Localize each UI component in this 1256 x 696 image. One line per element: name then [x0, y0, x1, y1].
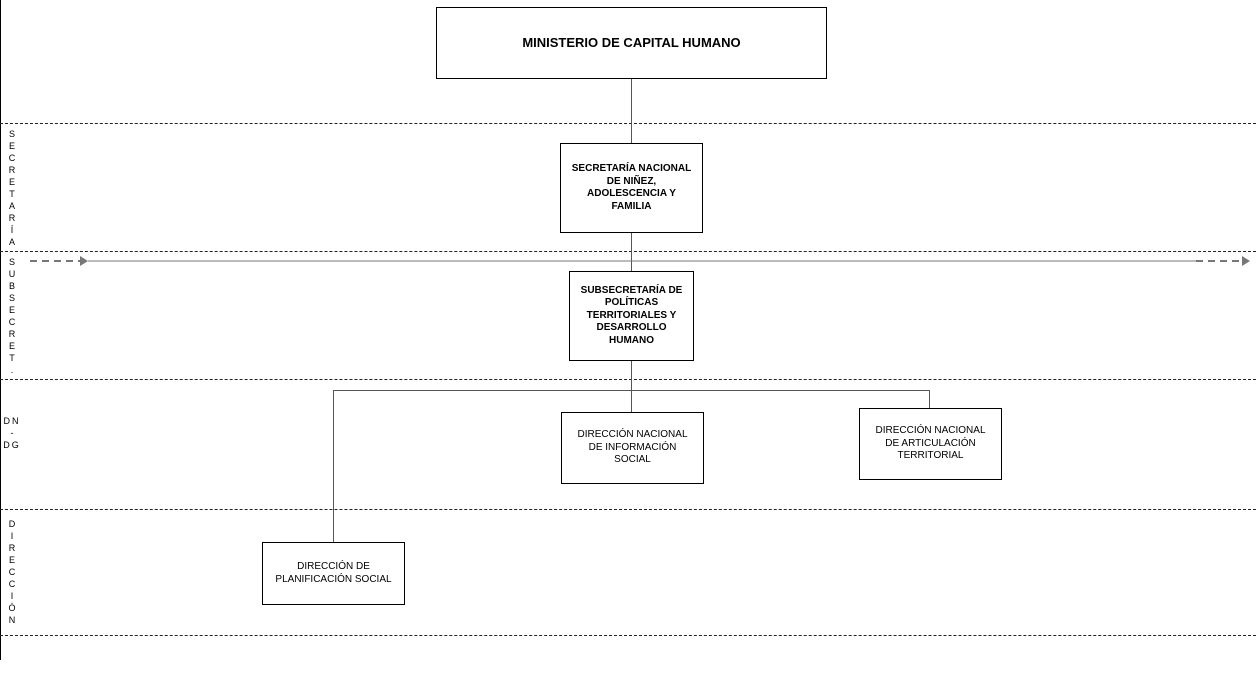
band-label-char: C: [8, 567, 16, 577]
band-label-char: A: [8, 237, 15, 247]
connector-secretaria-subsecretaria: [631, 232, 632, 272]
band-label-char: D: [8, 519, 16, 529]
band-label-char: B: [8, 281, 15, 291]
connector-to-planificacion: [333, 390, 334, 542]
band-separator: [0, 635, 1256, 636]
band-label-dg: DG: [3, 440, 21, 450]
band-label-char: Ó: [8, 603, 16, 613]
band-label-char: E: [8, 305, 15, 315]
band-label-char: I: [10, 591, 14, 601]
band-label-char: E: [8, 341, 15, 351]
band-separator: [0, 251, 1256, 252]
band-separator: [0, 123, 1256, 124]
band-label-char: U: [8, 269, 16, 279]
band-label-char: S: [8, 293, 15, 303]
band-label-char: E: [8, 555, 15, 565]
band-label-char: C: [8, 153, 16, 163]
connector-subsecretaria-dn: [631, 360, 632, 412]
left-border: [0, 0, 1, 660]
node-dn-articulacion-label: DIRECCIÓN NACIONAL DE ARTICULACIÓN TERRI…: [875, 425, 986, 462]
node-dn-articulacion: DIRECCIÓN NACIONAL DE ARTICULACIÓN TERRI…: [859, 408, 1002, 480]
band-label-char: C: [8, 317, 16, 327]
band-label-char: A: [8, 201, 15, 211]
band-label-char: E: [8, 177, 15, 187]
node-subsecretaria-label: SUBSECRETARÍA DE POLÍTICAS TERRITORIALES…: [580, 284, 683, 346]
band-label-dn: DN: [3, 416, 21, 426]
node-d-planificacion-label: DIRECCIÓN DE PLANIFICACIÓN SOCIAL: [275, 561, 392, 585]
connector-to-articulacion: [929, 390, 930, 408]
node-secretaria-label: SECRETARÍA NACIONAL DE NIÑEZ, ADOLESCENC…: [571, 163, 692, 212]
band-label-char: R: [8, 165, 16, 175]
arrow-right-head: [1242, 256, 1250, 266]
band-label-char: I: [10, 531, 14, 541]
band-label-char: T: [9, 189, 15, 199]
node-secretaria: SECRETARÍA NACIONAL DE NIÑEZ, ADOLESCENC…: [560, 143, 703, 233]
band-label-dash: -: [10, 428, 14, 438]
node-d-planificacion: DIRECCIÓN DE PLANIFICACIÓN SOCIAL: [262, 542, 405, 605]
band-label-dn-dg: DN - DG: [0, 415, 24, 451]
band-label-char: T: [9, 353, 15, 363]
connector-ministerio-secretaria: [631, 78, 632, 144]
band-label-char: C: [8, 579, 16, 589]
band-label-char: R: [8, 329, 16, 339]
band-label-char: .: [10, 365, 14, 375]
band-label-char: Í: [10, 225, 14, 235]
node-ministerio-label: MINISTERIO DE CAPITAL HUMANO: [522, 34, 741, 50]
band-label-char: R: [8, 213, 16, 223]
band-label-char: R: [8, 543, 16, 553]
arrow-left-head: [80, 256, 88, 266]
band-separator: [0, 509, 1256, 510]
band-separator: [0, 379, 1256, 380]
node-dn-informacion: DIRECCIÓN NACIONAL DE INFORMACIÓN SOCIAL: [561, 412, 704, 484]
band-label-char: S: [8, 129, 15, 139]
band-label-char: E: [8, 141, 15, 151]
band-label-char: N: [8, 615, 16, 625]
node-dn-informacion-label: DIRECCIÓN NACIONAL DE INFORMACIÓN SOCIAL: [577, 429, 688, 466]
node-subsecretaria: SUBSECRETARÍA DE POLÍTICAS TERRITORIALES…: [569, 271, 694, 361]
connector-horizontal-branch: [333, 390, 930, 391]
node-ministerio: MINISTERIO DE CAPITAL HUMANO: [436, 7, 827, 79]
band-label-char: S: [8, 257, 15, 267]
